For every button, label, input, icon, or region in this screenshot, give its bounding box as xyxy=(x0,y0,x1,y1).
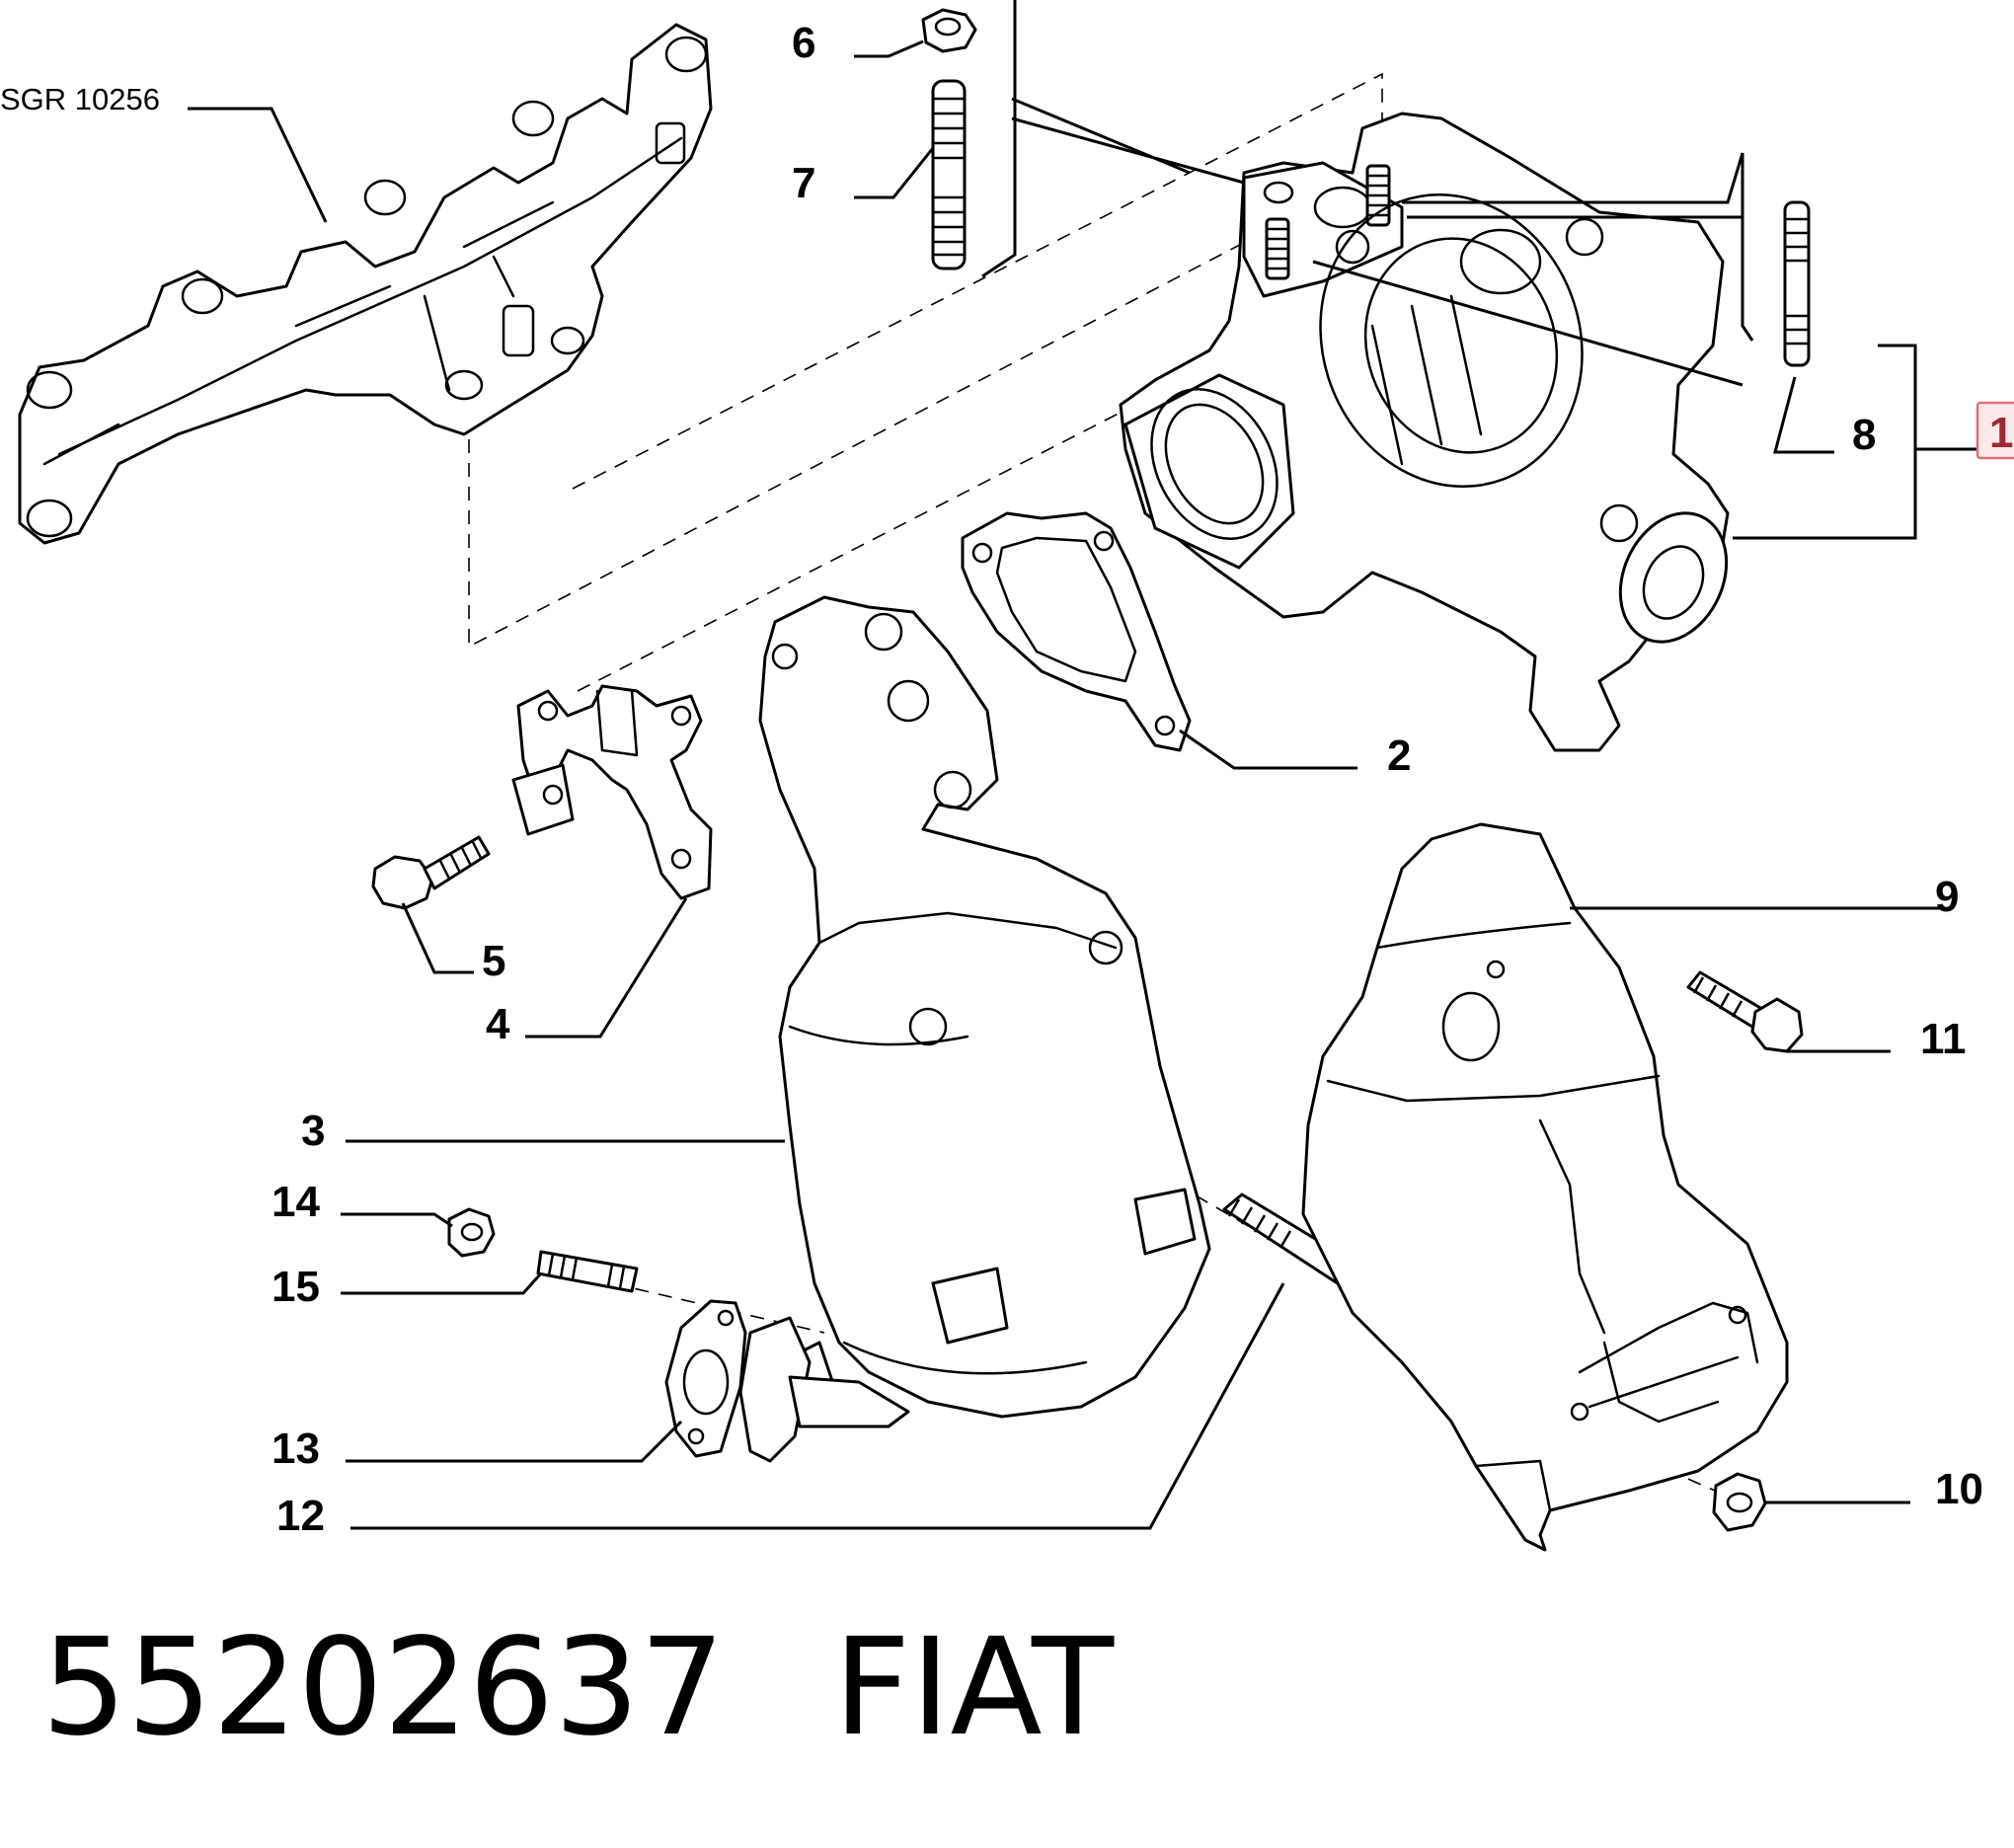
callout-1: 1 xyxy=(1989,409,2013,457)
callout-10: 10 xyxy=(1935,1465,1983,1513)
callout-numbers: 6 7 8 2 5 4 3 14 15 13 12 9 11 10 xyxy=(271,19,1983,1540)
stud-7 xyxy=(931,79,967,270)
callout-14: 14 xyxy=(271,1178,320,1226)
callout-7: 7 xyxy=(792,159,815,207)
callout-13: 13 xyxy=(271,1424,320,1473)
reference-label: SGR 10256 xyxy=(0,82,160,116)
callout-6: 6 xyxy=(792,19,815,67)
gasket-2 xyxy=(961,511,1192,752)
stud-15 xyxy=(536,1250,639,1293)
nut-14 xyxy=(447,1207,496,1258)
callout-8: 8 xyxy=(1852,411,1876,459)
turbocharger xyxy=(1119,112,1730,752)
stud-8 xyxy=(1783,200,1811,367)
catalytic-converter-3 xyxy=(738,595,1211,1463)
nut-10 xyxy=(1712,1472,1767,1532)
bracket-4 xyxy=(511,684,713,900)
part-number: 55202637 xyxy=(41,1610,726,1766)
callout-1-highlight[interactable]: 1 xyxy=(1975,401,2014,460)
callout-15: 15 xyxy=(271,1263,320,1311)
callout-5: 5 xyxy=(482,937,505,985)
bolt-11 xyxy=(1686,970,1804,1053)
callout-12: 12 xyxy=(276,1492,325,1540)
heat-shield-9 xyxy=(1301,822,1789,1552)
callout-2: 2 xyxy=(1387,732,1411,780)
gasket-13 xyxy=(664,1299,747,1458)
brand-name: FIAT xyxy=(833,1610,1115,1766)
nut-6 xyxy=(921,8,977,53)
leader-lines xyxy=(188,0,1979,1530)
exhaust-manifold xyxy=(18,23,713,545)
callout-4: 4 xyxy=(486,1000,510,1048)
bolt-5 xyxy=(371,835,491,910)
callout-11: 11 xyxy=(1920,1015,1967,1063)
callout-9: 9 xyxy=(1935,873,1959,921)
callout-3: 3 xyxy=(301,1107,325,1155)
